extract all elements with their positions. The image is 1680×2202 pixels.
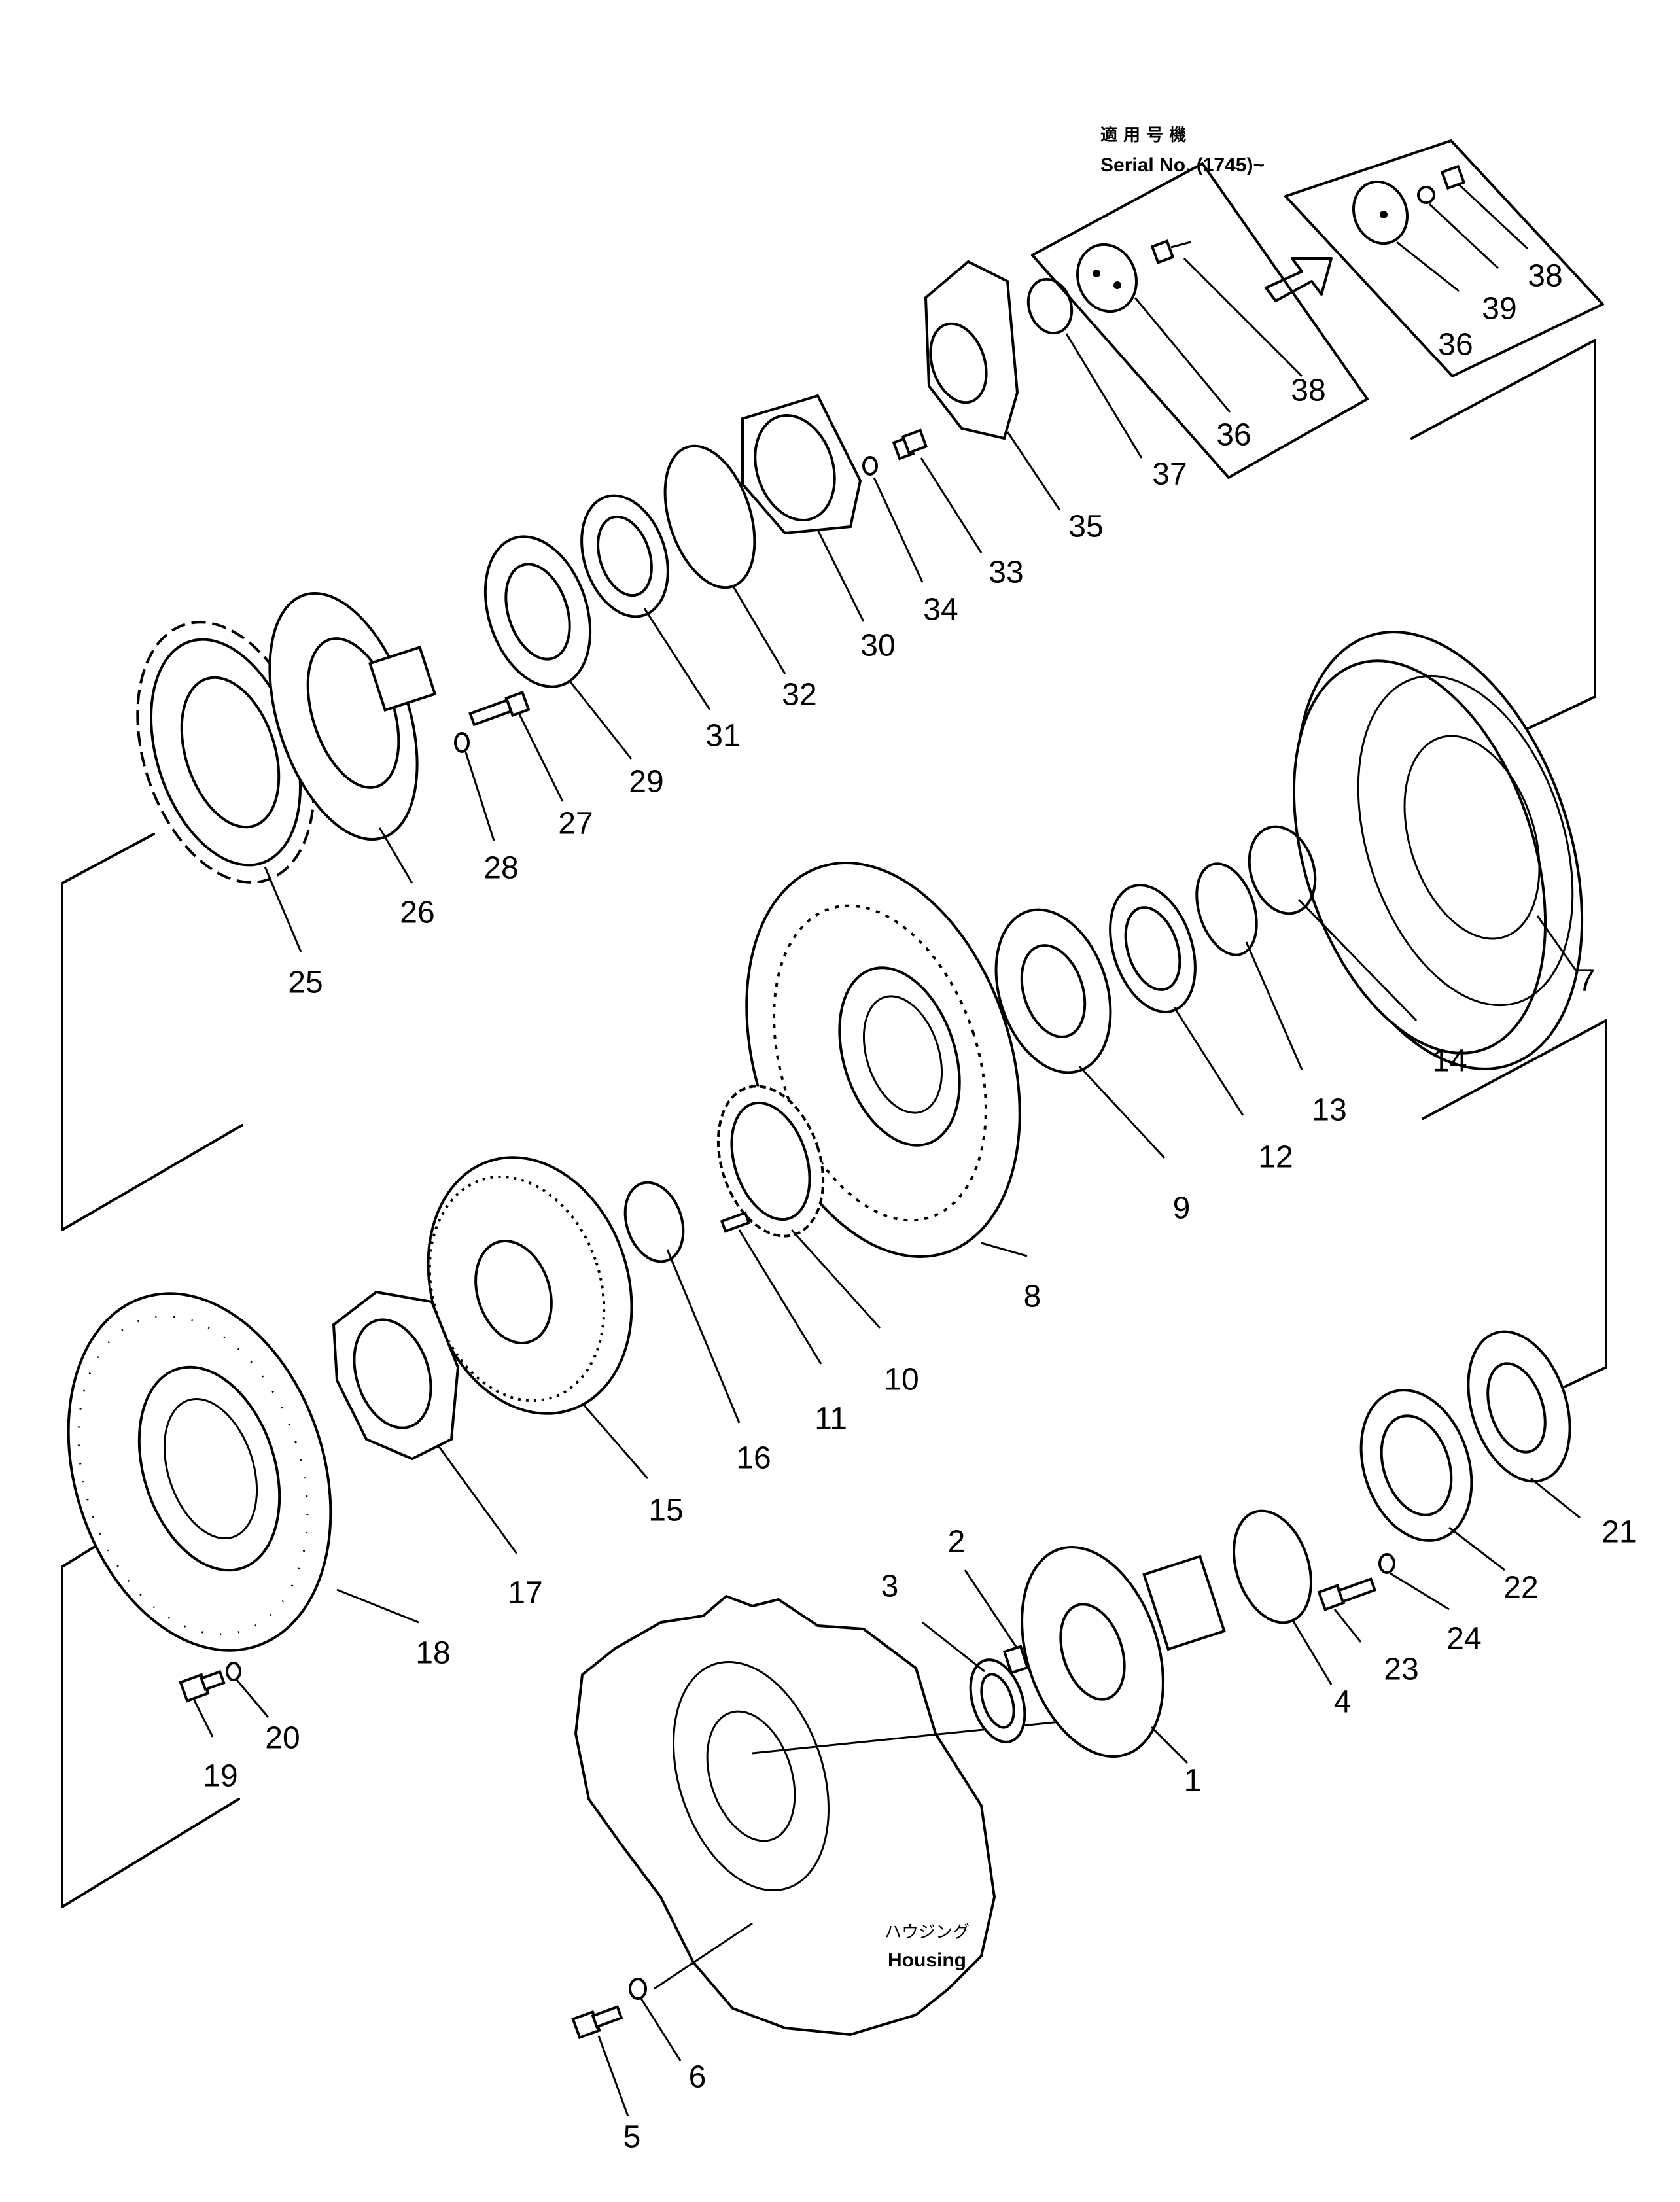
- part-label: 21: [1601, 1515, 1636, 1550]
- washer-icon: [862, 456, 878, 476]
- part-label: 30: [860, 629, 895, 663]
- ring-icon: [1195, 862, 1258, 956]
- part-label: 11: [814, 1402, 847, 1437]
- part-label: 16: [736, 1441, 771, 1476]
- part-label: 34: [923, 593, 958, 627]
- retainer-ring-icon: [1359, 1389, 1473, 1542]
- part-label: 36: [1216, 418, 1251, 453]
- bearing-icon: [483, 535, 592, 688]
- part-label: 27: [558, 807, 593, 841]
- part-label: 20: [265, 1721, 300, 1756]
- part-label: 19: [203, 1759, 237, 1794]
- part-label: 14: [1432, 1044, 1467, 1079]
- bearing-icon: [1467, 1330, 1571, 1483]
- serial-label-en: Serial No. (1745)~: [1100, 154, 1265, 176]
- snap-ring-icon: [623, 1181, 685, 1263]
- part-label: 10: [884, 1363, 919, 1397]
- stator-icon: [332, 1290, 460, 1461]
- washer-icon: [454, 732, 470, 753]
- output-shaft-icon: [1021, 1546, 1226, 1758]
- part-label: 23: [1384, 1652, 1418, 1687]
- serial-label-jp: 適 用 号 機: [1100, 125, 1186, 145]
- part-label: 5: [623, 2120, 641, 2155]
- bolt-icon: [1440, 164, 1466, 190]
- bearing-icon: [1109, 884, 1197, 1013]
- housing-icon: [574, 1595, 996, 2036]
- bottom-row-parts: ハウジング Housing: [571, 1330, 1581, 2117]
- part-label: 39: [1482, 292, 1516, 326]
- washer-icon: [1378, 1553, 1395, 1574]
- top-row-parts: [136, 260, 1143, 952]
- part-label: 26: [400, 896, 434, 930]
- part-label: 37: [1152, 457, 1187, 492]
- hub-icon: [268, 591, 437, 841]
- sprocket-icon: [136, 621, 315, 884]
- part-label: 4: [1334, 1685, 1352, 1720]
- part-label: 6: [689, 2060, 707, 2095]
- part-label: 22: [1503, 1571, 1538, 1605]
- middle-row-parts: [67, 631, 1584, 1738]
- part-label: 36: [1438, 328, 1473, 362]
- part-label: 17: [508, 1576, 542, 1611]
- part-label: 24: [1446, 1622, 1481, 1656]
- part-label: 32: [782, 678, 816, 712]
- front-cover-icon: [67, 1292, 332, 1652]
- snap-ring-icon: [1026, 277, 1074, 335]
- washer-icon: [226, 1662, 241, 1681]
- part-label: 28: [483, 851, 518, 886]
- part-label: 31: [705, 719, 740, 754]
- part-label: 12: [1258, 1140, 1293, 1175]
- part-label: 38: [1528, 259, 1562, 294]
- pin-icon: [720, 1211, 751, 1233]
- part-label: 29: [629, 765, 663, 799]
- bolt-icon: [468, 690, 531, 727]
- retainer-icon: [741, 394, 862, 535]
- part-labels: 1 2 3 4 5 6 7 8 9 10 11 12 13 14 15 16 1…: [203, 259, 1636, 2155]
- part-label: 25: [288, 966, 323, 1000]
- part-label: 7: [1578, 964, 1596, 998]
- plug-icon: [1002, 1645, 1030, 1675]
- turbine-icon: [745, 862, 1021, 1258]
- bolt-icon: [892, 428, 928, 461]
- drum-icon: [1292, 631, 1584, 1070]
- washer-icon: [629, 1978, 647, 2000]
- bearing-housing-icon: [924, 260, 1019, 440]
- arrow-icon: [1265, 257, 1333, 302]
- washer-icon: [1417, 186, 1435, 204]
- part-label: 8: [1024, 1280, 1041, 1314]
- ring-icon: [1233, 1509, 1312, 1624]
- part-label: 38: [1291, 374, 1325, 408]
- part-label: 9: [1173, 1191, 1191, 1226]
- serial-inset: 適 用 号 機 Serial No. (1745)~: [1031, 125, 1604, 479]
- bolt-icon: [1317, 1577, 1377, 1611]
- part-label: 33: [989, 555, 1023, 590]
- part-label: 15: [648, 1494, 683, 1528]
- part-label: 1: [1184, 1764, 1202, 1798]
- snap-ring-icon: [1248, 825, 1317, 915]
- part-label: 35: [1068, 510, 1103, 544]
- housing-label-jp: ハウジング: [884, 1923, 970, 1942]
- seal-icon: [969, 1658, 1026, 1743]
- thrust-washer-icon: [716, 1085, 825, 1238]
- bolt-icon: [1150, 239, 1191, 264]
- roller-cage-icon: [580, 494, 669, 618]
- part-label: 3: [881, 1569, 899, 1604]
- housing-label-en: Housing: [888, 1949, 966, 1971]
- cover-plate-icon: [1076, 243, 1138, 313]
- carrier-icon: [994, 908, 1112, 1074]
- bolt-icon: [571, 2005, 623, 2040]
- impeller-icon: [427, 1156, 633, 1415]
- bolt-icon: [179, 1669, 226, 1703]
- part-label: 13: [1312, 1093, 1346, 1128]
- part-label: 2: [948, 1525, 966, 1560]
- part-label: 18: [415, 1636, 450, 1671]
